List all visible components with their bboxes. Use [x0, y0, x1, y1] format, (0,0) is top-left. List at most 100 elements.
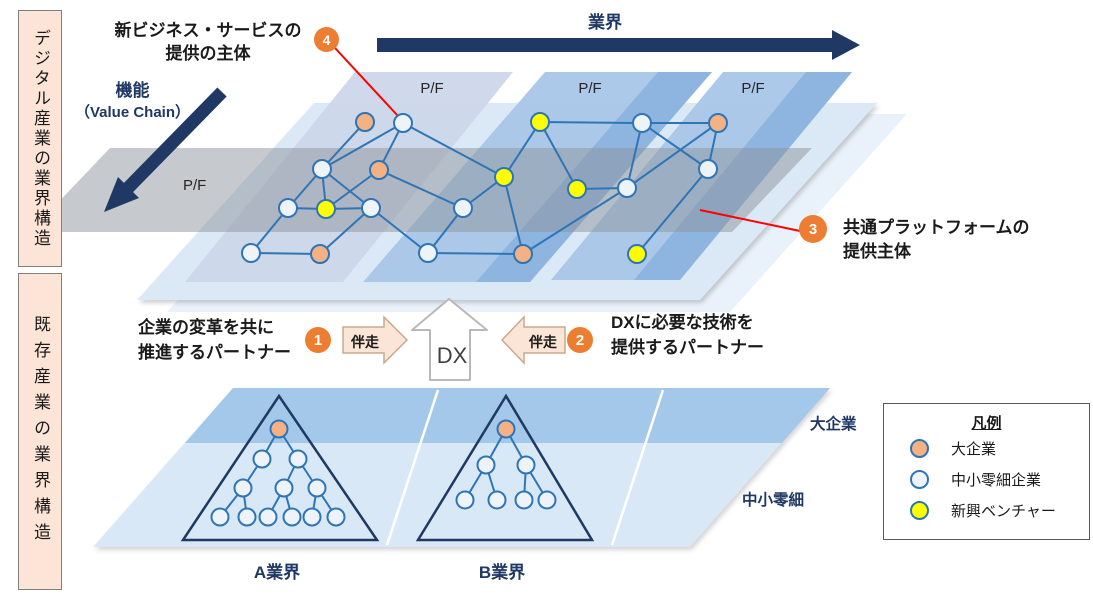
tree-b-nodes [455, 419, 557, 510]
network-node-sme [632, 113, 652, 133]
network-edge [427, 252, 524, 255]
tree-a-node-large [269, 419, 289, 439]
network-node-large [310, 244, 330, 264]
legend-item-large: 大企業 [910, 438, 996, 458]
industry-axis-arrowhead-icon [832, 30, 860, 60]
network-node-venture [567, 179, 587, 199]
network-node-sme [361, 198, 381, 218]
network-node-sme [453, 198, 473, 218]
network-node-venture [316, 199, 336, 219]
network-edge [321, 121, 366, 170]
axis-arrows [104, 30, 860, 212]
label-large-company-band: 大企業 [810, 416, 857, 433]
network-node-venture [627, 244, 647, 264]
badge-1: 1 [305, 327, 331, 353]
callout-transformation-partner: 企業の変革を共に 推進するパートナー [138, 318, 291, 362]
tree-a-node-sme [307, 478, 327, 498]
tree-b-node-sme [487, 490, 507, 510]
badge-2: 2 [567, 327, 593, 353]
function-axis-arrowhead-icon [104, 177, 139, 212]
axis-label-value-chain: （Value Chain） [74, 104, 191, 121]
legend-item-venture: 新興ベンチャー [910, 500, 1056, 520]
network-node-venture [530, 112, 550, 132]
tree-a-node-sme [302, 507, 322, 527]
large-company-band [185, 388, 830, 443]
function-axis-arrow [123, 87, 227, 193]
network-edge [503, 121, 541, 178]
network-edge [378, 169, 464, 209]
network-node-large [369, 160, 389, 180]
network-edge [321, 168, 372, 209]
legend-title: 凡例 [971, 415, 1002, 432]
tree-a-node-sme [274, 478, 294, 498]
tree-a-nodes [210, 419, 346, 527]
axis-label-industry: 業界 [588, 13, 622, 32]
network-node-sme [617, 178, 637, 198]
callout-technology-partner: DXに必要な技術を 提供するパートナー [611, 313, 764, 357]
tree-b-node-large [496, 419, 516, 439]
venture-node-icon [910, 500, 929, 520]
network-node-venture [494, 167, 514, 187]
dx-arrows [342, 298, 566, 381]
tree-a-node-sme [252, 449, 272, 469]
network-node-sme [241, 243, 261, 263]
network-node-sme [393, 113, 413, 133]
network-node-sme [698, 159, 718, 179]
label-industry-a: A業界 [253, 563, 301, 582]
legend-item-label: 新興ベンチャー [951, 502, 1056, 520]
dx-up-arrow-icon [411, 298, 488, 381]
tree-b-node-sme [476, 455, 496, 475]
tree-b-node-sme [455, 490, 475, 510]
callout-common-platform-provider: 共通プラットフォームの 提供主体 [843, 218, 1030, 261]
network-edge [325, 169, 380, 210]
pf-label-gray-band: P/F [183, 177, 207, 194]
network-node-sme [278, 198, 298, 218]
pyramid-b [415, 393, 595, 542]
hansou-arrow-left-icon [500, 315, 566, 365]
network-edge [321, 122, 404, 170]
network-edge [539, 121, 578, 190]
tree-a-node-sme [288, 449, 308, 469]
axis-label-function: 機能 [115, 81, 150, 100]
legend: 凡例 大企業 中小零細企業 新興ベンチャー [883, 403, 1090, 540]
network-node-large [708, 113, 728, 133]
hansou-label-left: 伴走 [351, 334, 379, 350]
network-edge [641, 122, 709, 170]
sme-node-icon [910, 469, 929, 489]
tree-a-node-sme [210, 507, 230, 527]
pyramid-a [180, 393, 380, 542]
digital-network [241, 112, 728, 264]
legend-item-label: 中小零細企業 [951, 471, 1042, 489]
upper-structure [30, 72, 907, 312]
tree-a-node-sme [326, 507, 346, 527]
leader-line-badge4 [334, 47, 399, 117]
network-node-large [355, 112, 375, 132]
tree-b-node-sme [516, 455, 536, 475]
network-edge [319, 207, 372, 255]
tree-a-node-sme [233, 478, 253, 498]
callout-new-business-provider: 新ビジネス・サービスの 提供の主体 [114, 21, 302, 63]
large-company-node-icon [910, 438, 929, 458]
network-edge [626, 122, 643, 189]
network-edge [522, 187, 628, 255]
hansou-arrow-right-icon [342, 315, 409, 365]
lower-structure [93, 388, 830, 547]
network-nodes [241, 112, 728, 264]
tree-a-node-sme [237, 507, 257, 527]
network-edge [539, 121, 643, 124]
industry-divider-1 [385, 389, 440, 546]
network-edge [626, 122, 719, 189]
section-label-existing-industry: 既存産業の業界構造 [18, 273, 62, 590]
badge-4: 4 [314, 27, 339, 52]
tree-b-node-sme [514, 490, 534, 510]
network-edge [250, 252, 321, 255]
hansou-label-right: 伴走 [529, 334, 557, 350]
leader-line-badge3 [699, 209, 801, 232]
network-edge [402, 122, 505, 178]
industry-divider-2 [610, 389, 665, 546]
section-label-digital-industry: デジタル産業の業界構造 [18, 10, 62, 267]
tree-a-node-sme [282, 507, 302, 527]
network-node-large [513, 244, 533, 264]
legend-item-sme: 中小零細企業 [910, 469, 1041, 489]
